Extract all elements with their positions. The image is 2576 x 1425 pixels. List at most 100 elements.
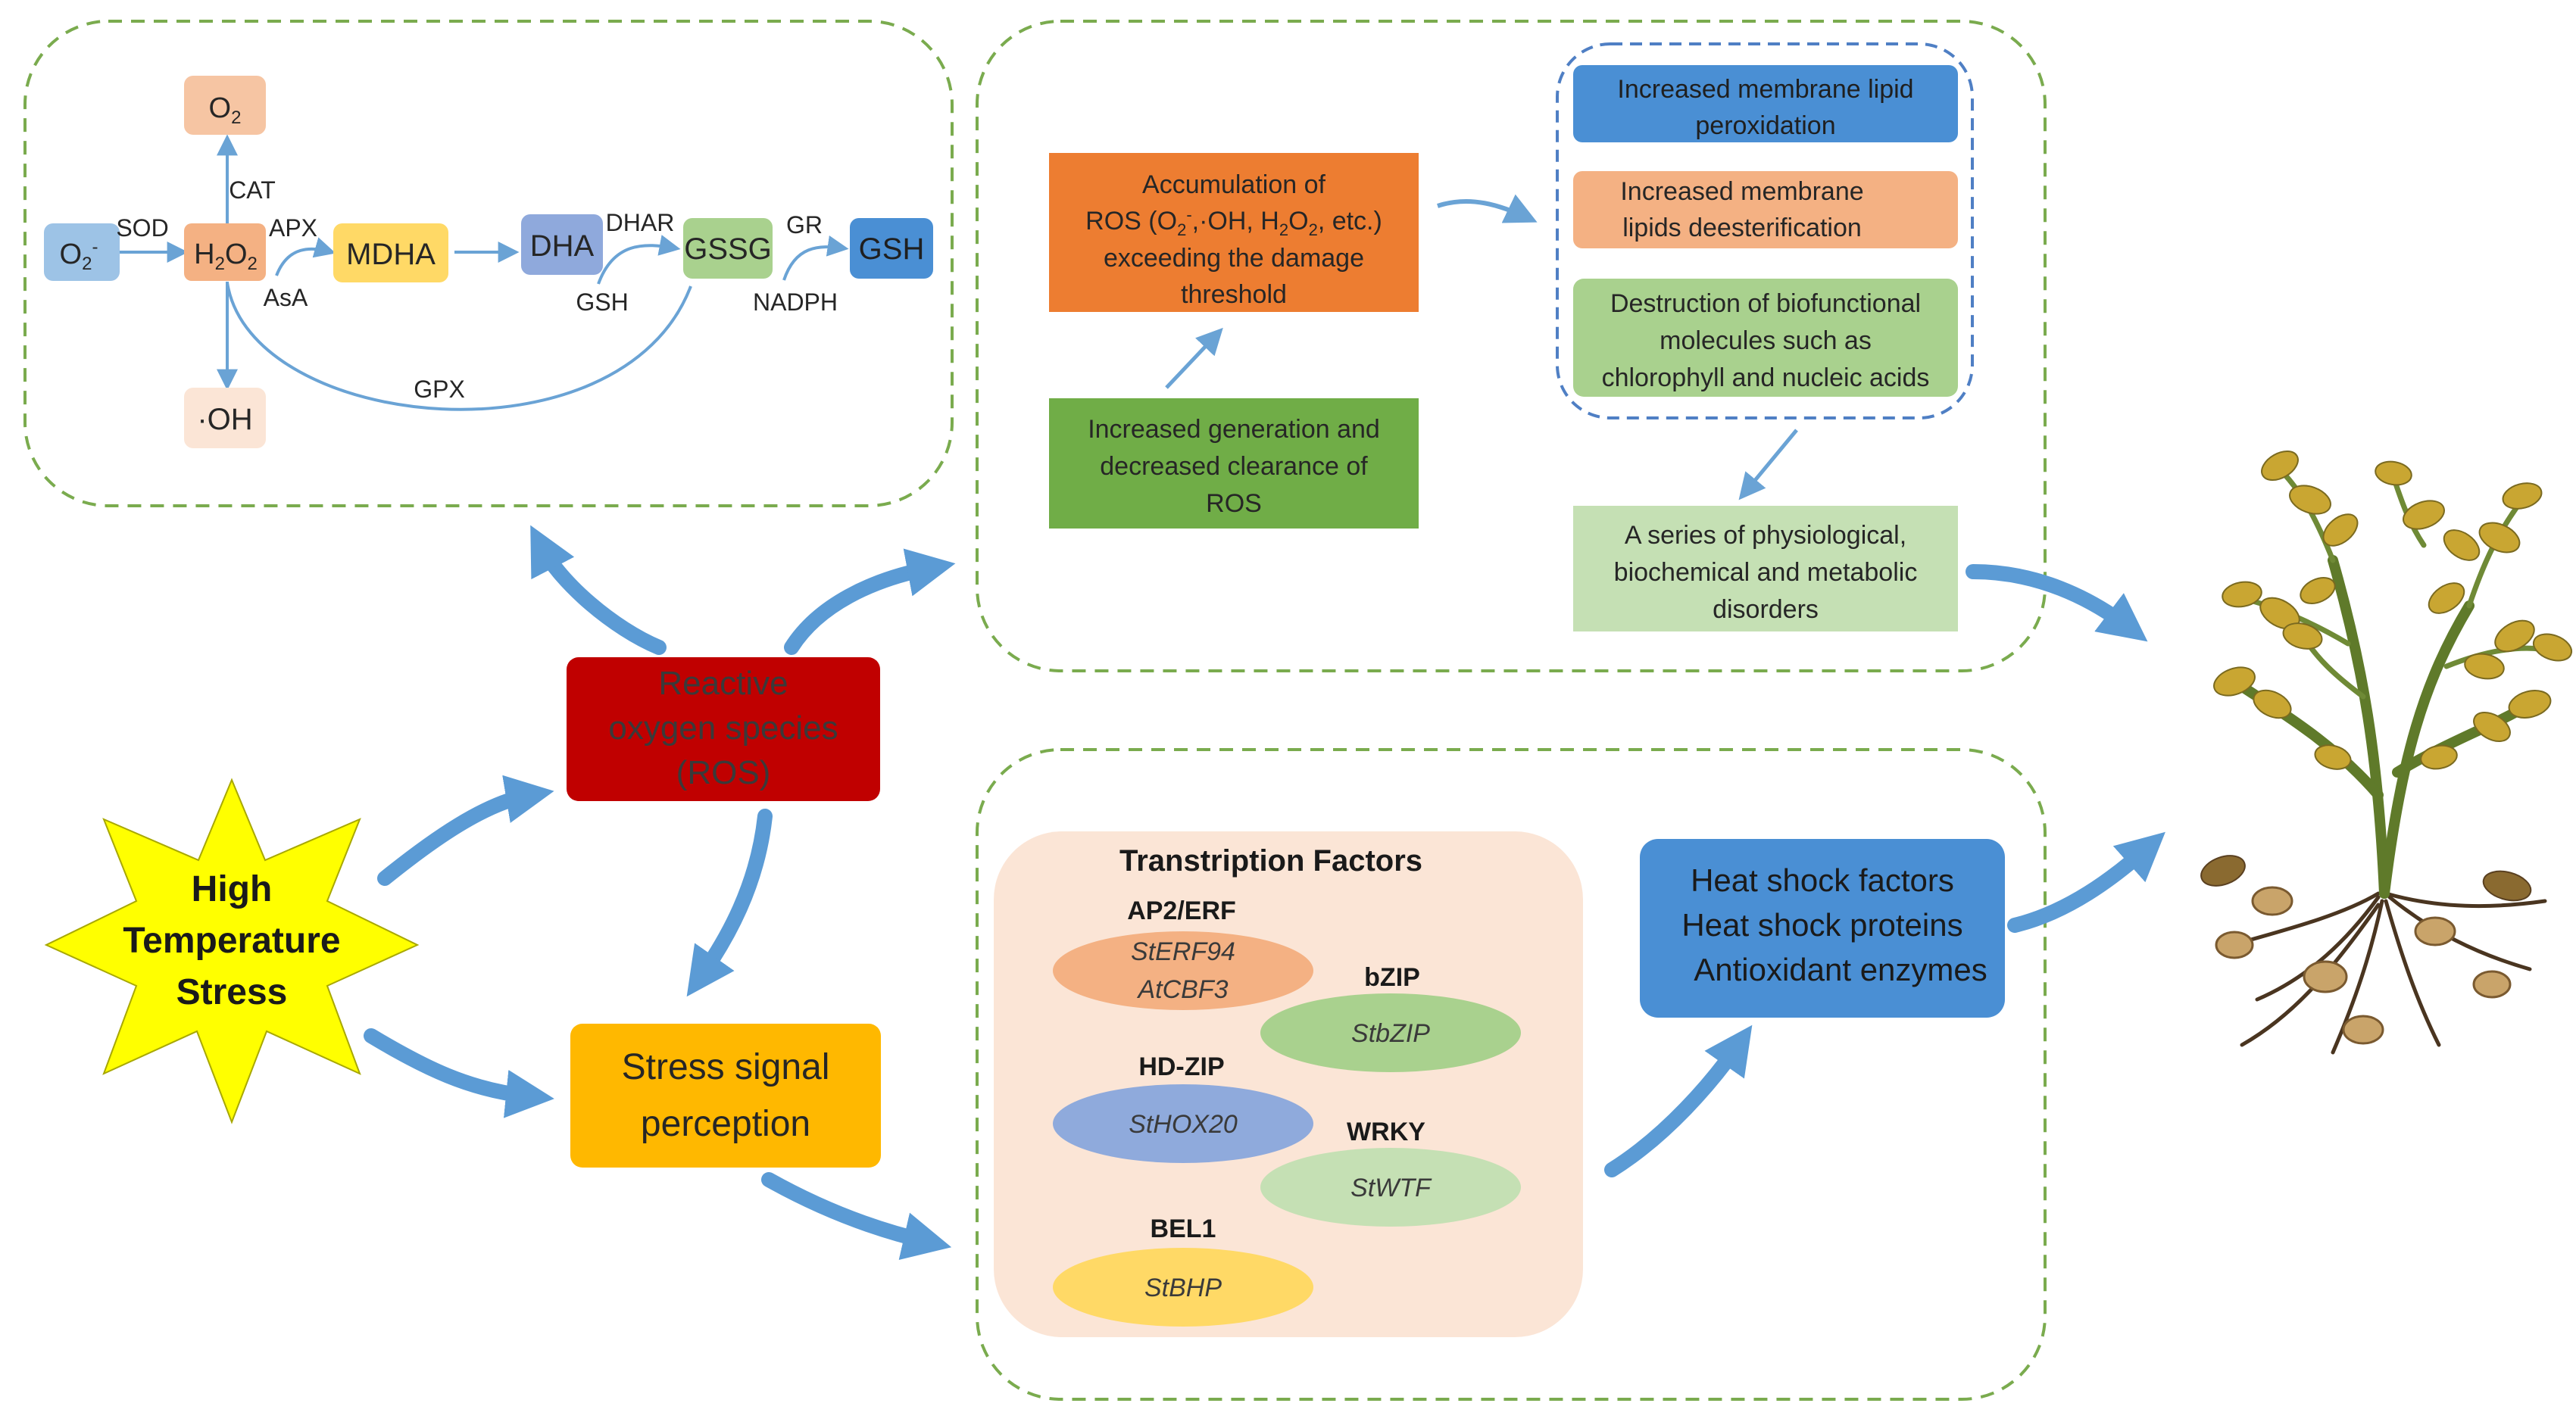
- tf-ellipse-bel1: [1053, 1248, 1313, 1327]
- response-line3: Antioxidant enzymes: [1694, 952, 1987, 987]
- node-h2o2: [184, 223, 266, 281]
- node-gsh-label: GSH: [859, 232, 925, 266]
- arrow-gssg-gsh: [782, 235, 849, 281]
- effect-destruction-line2: molecules such as: [1660, 326, 1872, 355]
- arrow-perception-tf: [761, 1172, 952, 1260]
- enzyme-gsh-cofactor: GSH: [576, 288, 628, 316]
- tf-gene-sterf94: StERF94: [1131, 937, 1235, 966]
- node-o2-label: O: [209, 92, 232, 124]
- enzyme-gpx: GPX: [414, 376, 465, 403]
- accumulation-line4: threshold: [1181, 280, 1287, 309]
- damage-panel: [976, 20, 2047, 672]
- increased-generation-box: [1049, 398, 1419, 529]
- ros-box: [567, 657, 880, 801]
- enzyme-apx: APX: [269, 214, 317, 242]
- stress-perception-line2: perception: [641, 1104, 810, 1144]
- arrow-h2o2-mdha: [275, 237, 336, 276]
- pathway-panel: [23, 20, 954, 507]
- response-box: [1640, 839, 2005, 1018]
- enzyme-nadph: NADPH: [753, 288, 838, 316]
- accumulation-box: [1049, 153, 1419, 312]
- tf-ellipse-ap2erf: [1053, 931, 1313, 1010]
- arrow-effects-disorders: [1738, 429, 1798, 500]
- disorders-line1: A series of physiological,: [1625, 521, 1906, 550]
- enzyme-asa: AsA: [264, 284, 308, 311]
- accumulation-line1: Accumulation of: [1142, 170, 1325, 199]
- arrow-accumulation-effects: [1437, 194, 1538, 223]
- ros-line2: oxygen species: [608, 709, 838, 747]
- effect-deesterification-line2: lipids deesterification: [1622, 214, 1862, 242]
- node-dha-label: DHA: [530, 229, 595, 263]
- effect-lipid-peroxidation-line2: peroxidation: [1695, 111, 1835, 140]
- tf-family-wrky: WRKY: [1347, 1118, 1425, 1146]
- effect-lipid-peroxidation-line1: Increased membrane lipid: [1617, 75, 1913, 104]
- ros-line3: (ROS): [676, 754, 771, 791]
- tf-gene-stbhp: StBHP: [1144, 1274, 1222, 1302]
- effect-destruction-line3: chlorophyll and nucleic acids: [1602, 363, 1930, 392]
- enzyme-dhar: DHAR: [606, 209, 675, 236]
- tf-ellipse-hdzip: [1053, 1084, 1313, 1163]
- node-mdha: [333, 223, 448, 282]
- node-gssg-label: GSSG: [684, 232, 772, 266]
- arrow-star-perception: [364, 1028, 554, 1118]
- arrow-ros-pathway: [530, 525, 667, 655]
- signaling-panel: [976, 748, 2047, 1401]
- ros-line1: Reactive: [658, 665, 788, 702]
- arrow-tf-response: [1604, 1024, 1753, 1177]
- arrow-generation-accumulation: [1165, 327, 1223, 389]
- effect-lipids-deesterification: [1573, 171, 1958, 248]
- tf-gene-atcbf3: AtCBF3: [1136, 975, 1228, 1004]
- arrow-ros-damage: [784, 548, 956, 655]
- disorders-line3: disorders: [1713, 595, 1819, 624]
- arrow-gpx-curve: [226, 282, 692, 411]
- effects-group: [1556, 42, 1974, 419]
- tf-gene-stbzip: StbZIP: [1351, 1019, 1430, 1048]
- node-o2-minus-label: O: [60, 239, 83, 270]
- tf-family-ap2erf: AP2/ERF: [1127, 896, 1236, 925]
- tf-panel: [994, 831, 1583, 1337]
- arrow-ros-perception: [686, 809, 773, 997]
- effect-destruction-line1: Destruction of biofunctional: [1610, 289, 1921, 318]
- node-mdha-label: MDHA: [346, 238, 436, 271]
- high-temp-line3: Stress: [176, 972, 288, 1012]
- effect-deesterification-line1: Increased membrane: [1620, 177, 1863, 206]
- high-temp-line2: Temperature: [123, 921, 340, 961]
- svg-text:H2O2: H2O2: [194, 239, 258, 274]
- enzyme-cat: CAT: [229, 176, 276, 204]
- increased-generation-line2: decreased clearance of: [1100, 452, 1368, 481]
- node-h2o2-label: H: [194, 239, 214, 270]
- increased-generation-line1: Increased generation and: [1088, 415, 1380, 444]
- arrow-star-ros: [377, 775, 554, 886]
- potato-plant-illustration: [2200, 451, 2573, 1055]
- arrow-disorders-plant: [1966, 564, 2148, 642]
- tf-family-hdzip: HD-ZIP: [1138, 1052, 1224, 1081]
- arrow-response-plant: [2007, 831, 2165, 933]
- svg-text:ROS (O2-,·OH, H2O2, etc.): ROS (O2-,·OH, H2O2, etc.): [1085, 205, 1382, 239]
- tf-title: Transtription Factors: [1119, 844, 1422, 878]
- tf-family-bel1: BEL1: [1151, 1215, 1216, 1243]
- accumulation-line3: exceeding the damage: [1104, 244, 1364, 273]
- svg-text:O2-: O2-: [60, 237, 98, 274]
- node-o2: [184, 76, 266, 135]
- disorders-box: [1573, 506, 1958, 631]
- effect-biomolecule-destruction: [1573, 279, 1958, 397]
- stress-perception-box: [570, 1024, 881, 1168]
- disorders-line2: biochemical and metabolic: [1614, 558, 1918, 587]
- node-o2-minus: [44, 223, 120, 281]
- tf-ellipse-wrky: [1260, 1148, 1521, 1227]
- svg-text:O2: O2: [209, 92, 242, 128]
- high-temperature-star: [44, 778, 420, 1124]
- arrow-dha-gssg: [597, 235, 681, 285]
- svg-text:Accumulation of: Accumulation of: [1142, 170, 1325, 199]
- tf-family-bzip: bZIP: [1364, 963, 1420, 992]
- response-line2: Heat shock proteins: [1681, 907, 1962, 943]
- tf-gene-sthox20: StHOX20: [1129, 1110, 1238, 1139]
- node-dha: [521, 214, 603, 275]
- high-temp-line1: High: [192, 869, 273, 909]
- node-oh-label: ·OH: [197, 403, 252, 436]
- accumulation-line2: ROS (O: [1085, 207, 1177, 235]
- node-gsh: [850, 218, 933, 279]
- enzyme-sod: SOD: [116, 214, 168, 242]
- tf-ellipse-bzip: [1260, 993, 1521, 1072]
